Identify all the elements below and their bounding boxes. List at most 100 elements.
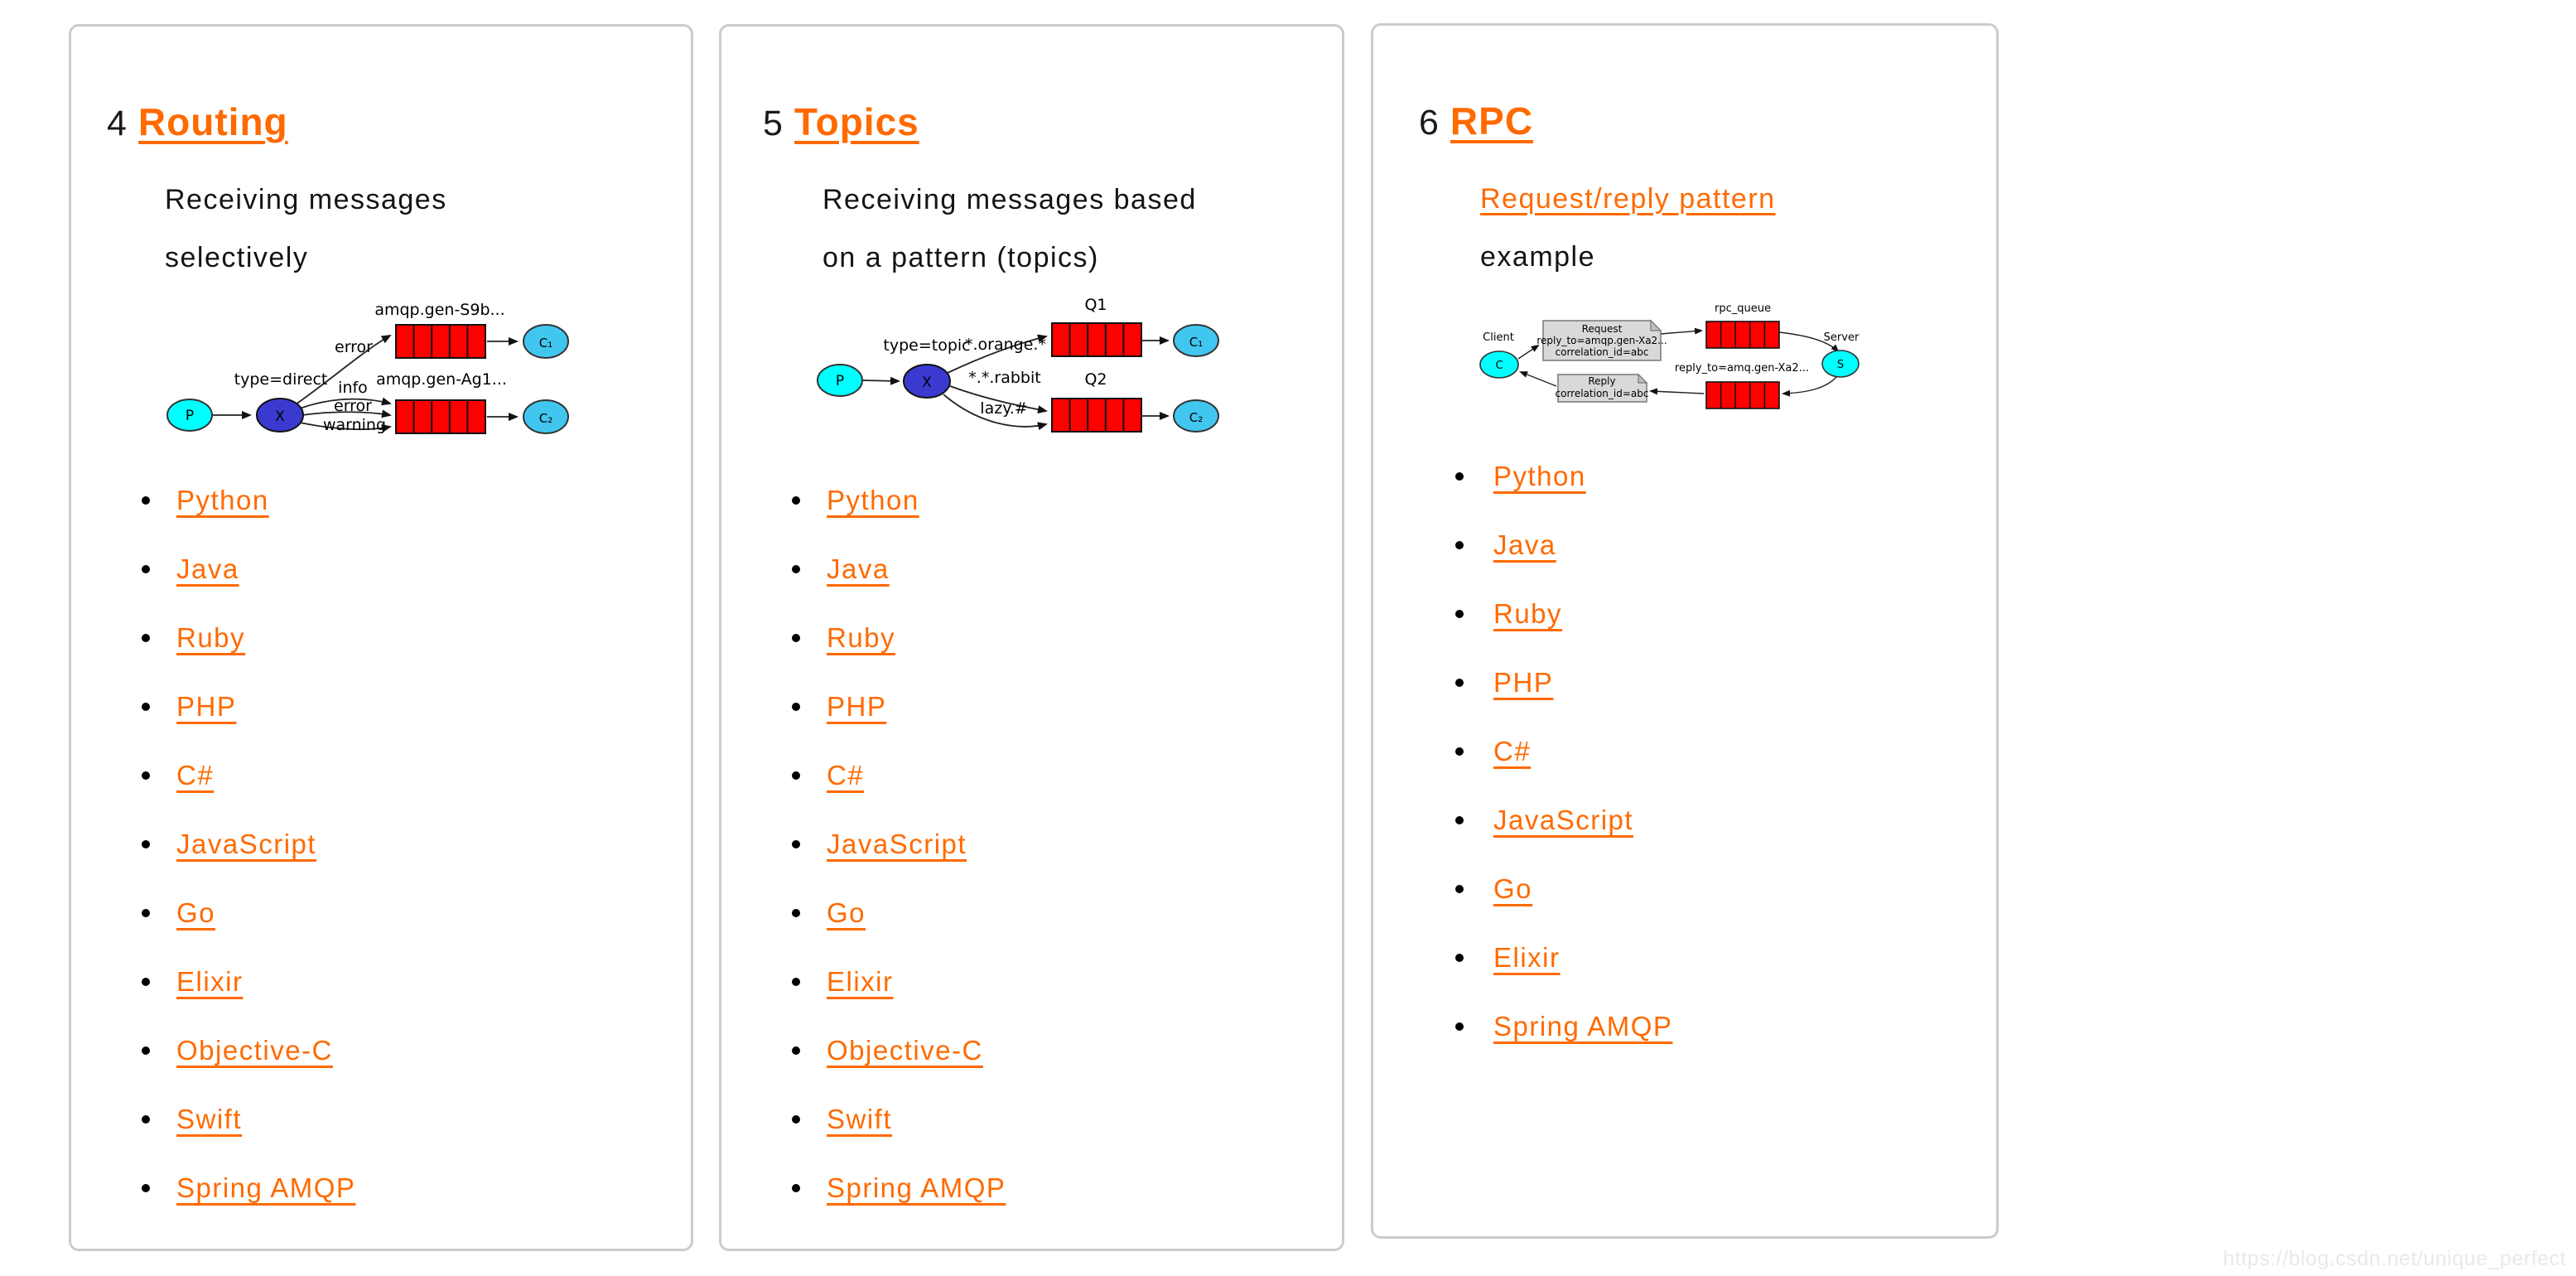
edge-rpcqueue-server	[1778, 331, 1840, 353]
language-link[interactable]: Spring AMQP	[1493, 1010, 1673, 1042]
svg-text:reply_to=amqp.gen-Xa2...: reply_to=amqp.gen-Xa2...	[1536, 335, 1667, 346]
request-reply-pattern-link[interactable]: Request/reply pattern	[1480, 183, 1776, 215]
language-link[interactable]: Elixir	[1493, 941, 1561, 973]
edge-binding-rabbit-q2	[949, 385, 1048, 414]
list-item: Objective-C	[721, 1016, 1342, 1085]
tutorial-number: 6	[1419, 103, 1439, 143]
list-item: Go	[1373, 854, 1996, 923]
exchange-type-label: type=direct	[234, 370, 328, 389]
language-link[interactable]: Ruby	[176, 621, 246, 653]
list-item: Java	[1373, 510, 1996, 579]
language-link[interactable]: JavaScript	[176, 828, 317, 859]
language-link[interactable]: Objective-C	[176, 1034, 333, 1066]
list-item: JavaScript	[721, 810, 1342, 878]
list-item: Elixir	[721, 947, 1342, 1016]
language-link[interactable]: Python	[827, 484, 919, 515]
binding-warning-label: warning	[323, 416, 386, 434]
binding-error-label: error	[335, 338, 373, 356]
list-item: Python	[1373, 442, 1996, 510]
language-link[interactable]: JavaScript	[827, 828, 967, 859]
routing-title-link[interactable]: Routing	[137, 100, 288, 143]
language-link[interactable]: PHP	[1493, 666, 1554, 698]
language-link[interactable]: Python	[176, 484, 269, 515]
rpc-queue-name-label: rpc_queue	[1715, 302, 1771, 315]
svg-text:Request: Request	[1582, 323, 1623, 335]
svg-text:C₂: C₂	[1189, 410, 1204, 425]
language-link[interactable]: Go	[1493, 872, 1533, 904]
language-link[interactable]: PHP	[827, 690, 887, 722]
language-link[interactable]: Objective-C	[827, 1034, 983, 1066]
language-link[interactable]: Spring AMQP	[827, 1172, 1006, 1203]
binding-rabbit-label: *.*.rabbit	[968, 369, 1040, 387]
list-item: Spring AMQP	[721, 1153, 1342, 1222]
language-link[interactable]: Java	[827, 553, 890, 584]
language-link[interactable]: Java	[176, 553, 239, 584]
tutorial-number: 5	[763, 104, 783, 143]
rpc-queue	[1705, 321, 1780, 349]
language-link[interactable]: JavaScript	[1493, 804, 1634, 835]
svg-text:P: P	[836, 373, 844, 389]
exchange-node: X	[256, 398, 304, 433]
list-item: C#	[721, 741, 1342, 810]
reply-queue-label: reply_to=amq.gen-Xa2...	[1675, 362, 1809, 375]
list-item: Go	[71, 878, 691, 947]
language-link[interactable]: Spring AMQP	[176, 1172, 356, 1203]
card-topics-header: 5 Topics	[763, 98, 919, 147]
edge-binding-orange-q1	[947, 334, 1048, 374]
language-link[interactable]: C#	[827, 759, 865, 790]
language-link[interactable]: Elixir	[176, 965, 244, 997]
edge-request-rpcqueue	[1660, 327, 1703, 335]
list-item: Swift	[71, 1085, 691, 1153]
card-rpc-header: 6 RPC	[1419, 97, 1533, 147]
list-item: PHP	[71, 672, 691, 741]
binding-lazy-label: lazy.#	[980, 399, 1027, 418]
svg-text:C: C	[1495, 360, 1503, 372]
card-routing-header: 4 Routing	[107, 98, 288, 147]
rpc-title-link[interactable]: RPC	[1450, 99, 1534, 143]
watermark: https://blog.csdn.net/unique_perfect	[2222, 1247, 2566, 1270]
language-link[interactable]: C#	[176, 759, 215, 790]
queue-1	[395, 324, 486, 359]
client-caption: Client	[1483, 331, 1514, 344]
language-link[interactable]: Python	[1493, 460, 1586, 491]
edge-reply-client	[1519, 371, 1557, 387]
edge-producer-exchange	[861, 376, 900, 385]
language-link[interactable]: Ruby	[827, 621, 896, 653]
svg-text:correlation_id=abc: correlation_id=abc	[1556, 346, 1649, 358]
svg-text:C₁: C₁	[539, 336, 553, 350]
language-link[interactable]: Elixir	[827, 965, 894, 997]
language-list: Python Java Ruby PHP C# JavaScript Go El…	[721, 466, 1342, 1222]
list-item: PHP	[1373, 648, 1996, 717]
language-link[interactable]: Ruby	[1493, 597, 1563, 629]
topics-title-link[interactable]: Topics	[794, 100, 919, 143]
edge-binding-warning-q2	[299, 422, 392, 433]
reply-queue	[1705, 381, 1780, 409]
list-item: JavaScript	[71, 810, 691, 878]
binding-orange-label: *.orange.*	[965, 336, 1046, 354]
svg-text:P: P	[186, 408, 194, 424]
language-link[interactable]: Swift	[827, 1103, 893, 1134]
edge-binding-error-q1	[295, 335, 392, 405]
language-link[interactable]: PHP	[176, 690, 237, 722]
list-item: Spring AMQP	[71, 1153, 691, 1222]
edge-replyqueue-reply	[1649, 388, 1705, 395]
queue-1	[1051, 322, 1142, 357]
exchange-type-label: type=topic	[883, 336, 970, 355]
list-item: Objective-C	[71, 1016, 691, 1085]
language-link[interactable]: Go	[176, 897, 216, 928]
language-link[interactable]: Swift	[176, 1103, 243, 1134]
language-link[interactable]: Go	[827, 897, 866, 928]
tutorial-number: 4	[107, 104, 127, 143]
rpc-diagram: Request reply_to=amqp.gen-Xa2... correla…	[1479, 302, 1860, 409]
consumer2-node: C₂	[1173, 399, 1219, 433]
language-link[interactable]: Java	[1493, 529, 1556, 560]
consumer1-node: C₁	[523, 324, 569, 359]
language-link[interactable]: C#	[1493, 735, 1532, 766]
svg-text:X: X	[275, 408, 285, 425]
list-item: C#	[1373, 717, 1996, 785]
list-item: Java	[71, 534, 691, 603]
list-item: Ruby	[1373, 579, 1996, 648]
language-list: Python Java Ruby PHP C# JavaScript Go El…	[1373, 442, 1996, 1061]
